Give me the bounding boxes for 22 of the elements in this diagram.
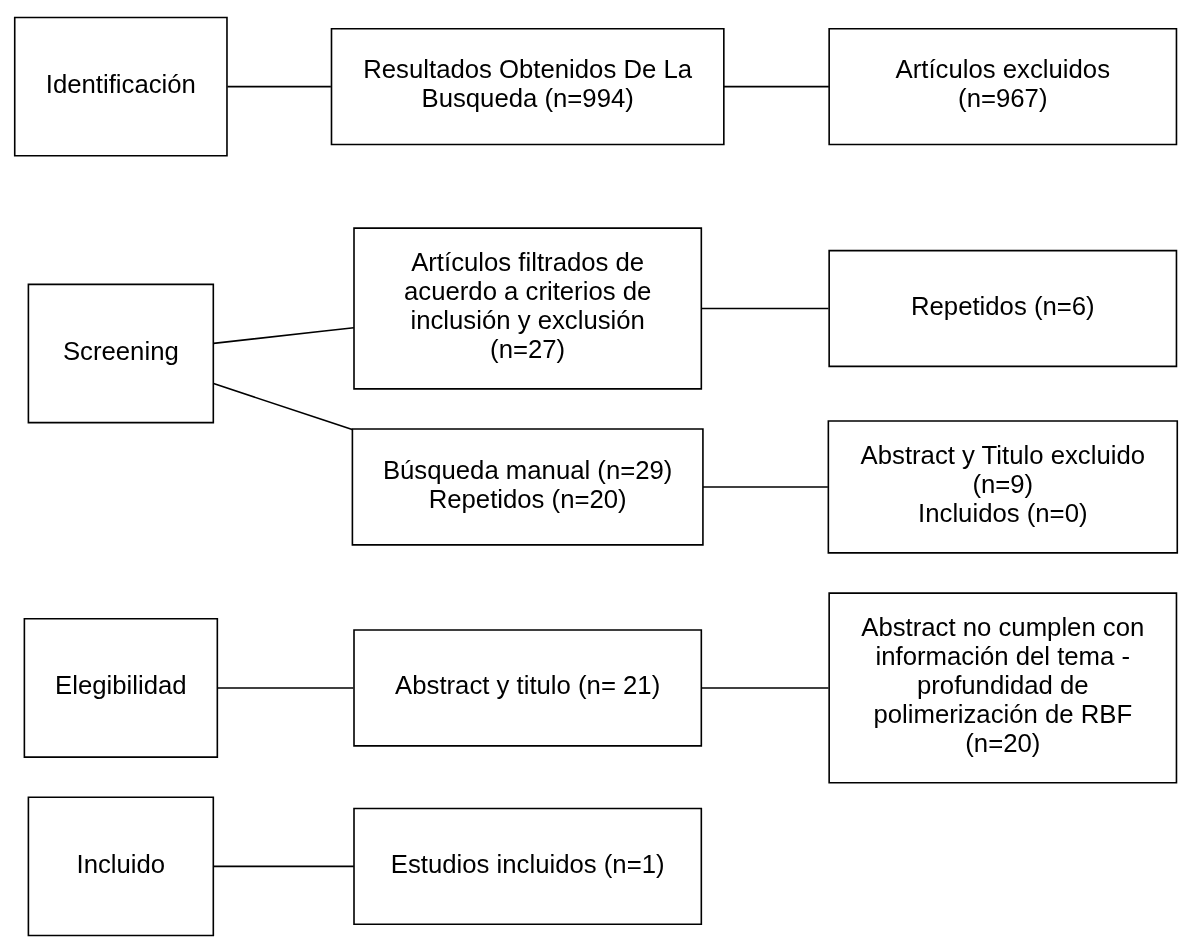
node-box: Estudios incluidos (n=1) <box>353 807 703 925</box>
connector <box>723 85 830 87</box>
node-box: Búsqueda manual (n=29) Repetidos (n=20) <box>351 427 704 546</box>
node-box: Abstract y Titulo excluido (n=9) Incluidos (n=0) <box>827 419 1179 554</box>
node-box: Elegibilidad <box>23 617 219 758</box>
node-box: Artículos excluidos (n=967) <box>828 27 1178 145</box>
node-box: Repetidos (n=6) <box>828 249 1178 367</box>
connector <box>216 686 355 689</box>
connector <box>212 326 355 344</box>
node-box: Incluido <box>27 795 215 936</box>
connector <box>212 382 353 430</box>
connector <box>212 865 355 867</box>
node-box: Artículos filtrados de acuerdo a criterios de inclusión y exclusión (n=27) <box>353 226 703 390</box>
node-box: Identificación <box>13 16 228 157</box>
node-box: Screening <box>27 283 215 423</box>
connector <box>226 85 332 87</box>
node-box: Abstract y titulo (n= 21) <box>353 628 703 747</box>
connector <box>700 686 830 689</box>
node-box: Resultados Obtenidos De La Busqueda (n=994) <box>330 27 725 145</box>
connector <box>700 307 830 309</box>
connector <box>702 485 829 488</box>
node-box: Abstract no cumplen con información del tema - profundidad de polimerización de RBF (n=20) <box>828 591 1178 784</box>
